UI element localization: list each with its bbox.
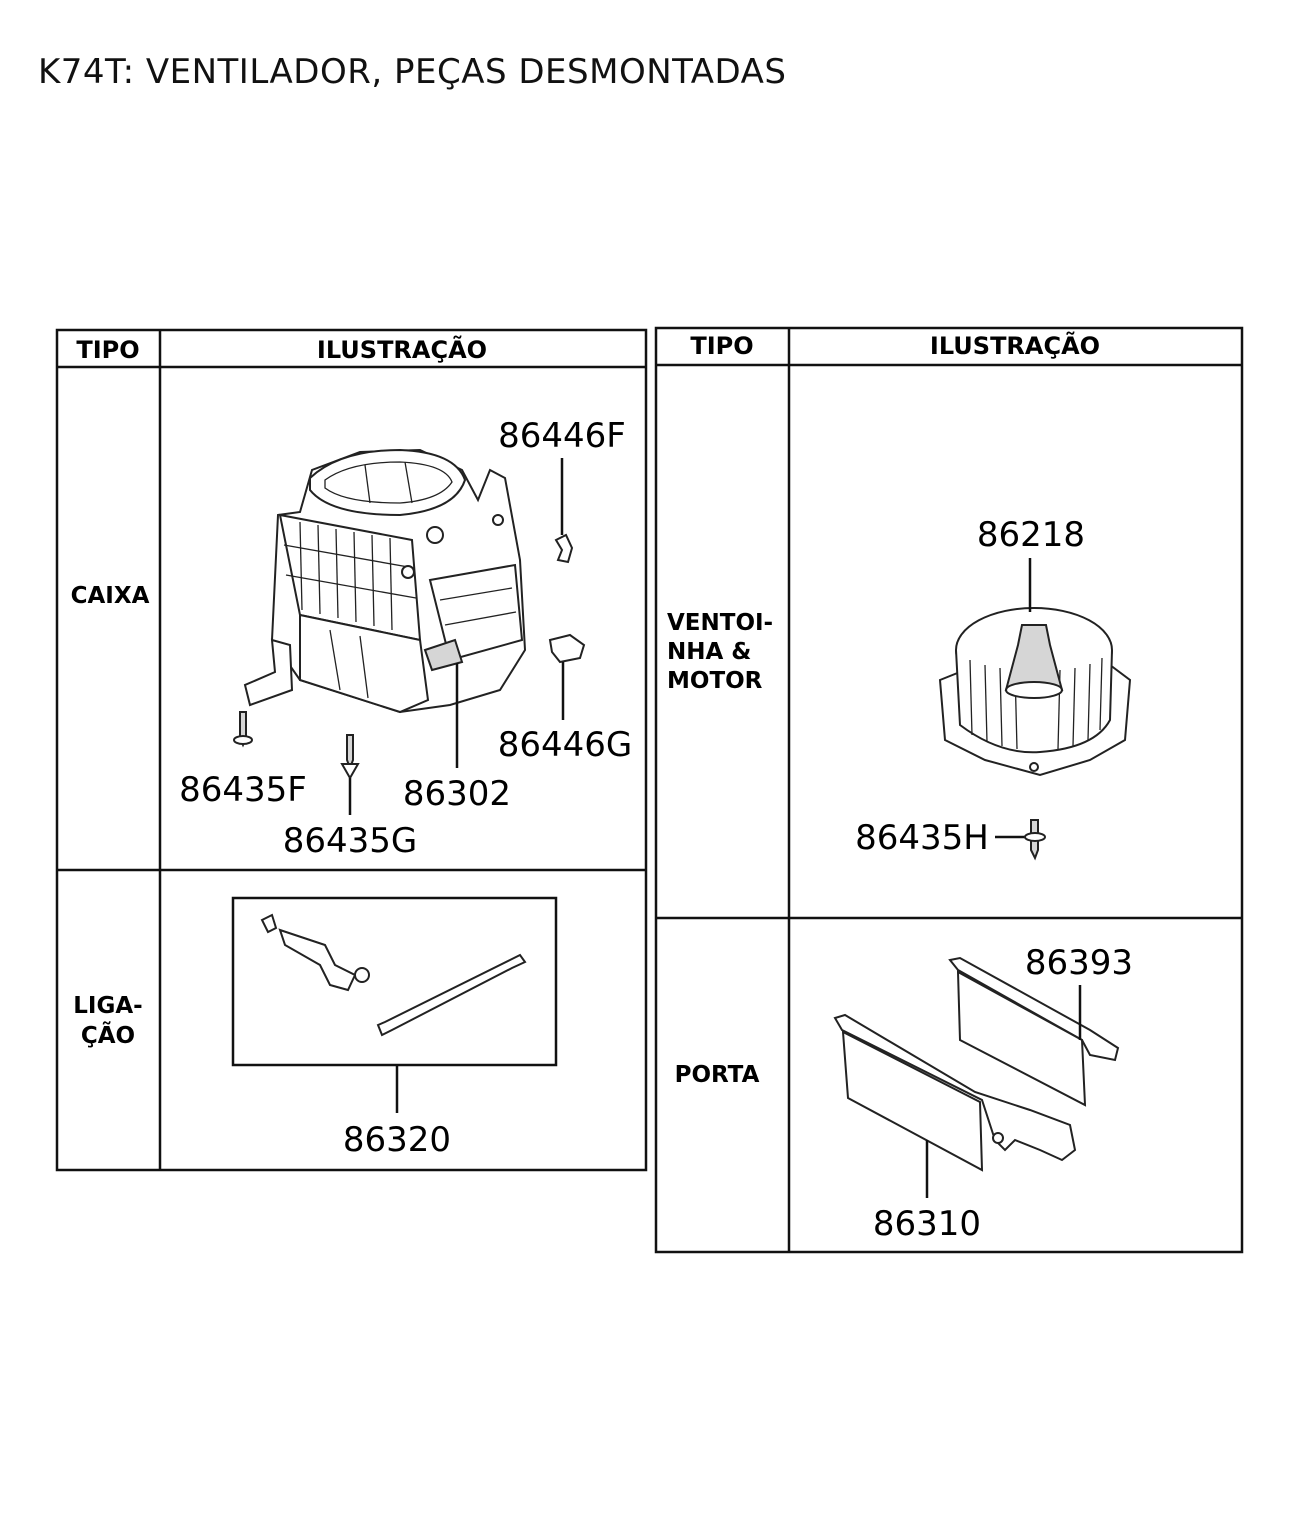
- part-label-86435g: 86435G: [283, 821, 418, 861]
- tipo-caixa: CAIXA: [71, 583, 150, 609]
- part-label-86320: 86320: [343, 1120, 451, 1160]
- tipo-ventoinha-line3: MOTOR: [667, 668, 763, 694]
- screw-86435f-icon: [233, 711, 253, 748]
- part-label-86435f: 86435F: [179, 770, 307, 810]
- left-header-tipo: TIPO: [76, 336, 139, 364]
- part-label-86446g: 86446G: [498, 725, 633, 765]
- right-table: TIPO ILUSTRAÇÃO VENTOI- NHA & MOTOR PORT…: [654, 326, 1244, 1254]
- left-table: TIPO ILUSTRAÇÃO CAIXA LIGA- ÇÃO: [55, 328, 648, 1172]
- blower-case-illustration: [243, 448, 527, 714]
- door-86310-illustration: [833, 1013, 1077, 1198]
- left-header-ilustracao: ILUSTRAÇÃO: [317, 335, 487, 364]
- clip-86446g-icon: [548, 633, 586, 720]
- screw-86435h-icon: [995, 819, 1046, 861]
- clip-86446f-icon: [554, 458, 574, 564]
- tipo-ligacao-line2: ÇÃO: [81, 1021, 135, 1049]
- linkage-illustration: [231, 896, 558, 1113]
- screw-86435g-icon: [340, 734, 360, 815]
- right-header-tipo: TIPO: [690, 332, 753, 360]
- door-86393-illustration: [948, 956, 1120, 1107]
- right-header-ilustracao: ILUSTRAÇÃO: [930, 331, 1100, 360]
- tipo-ventoinha-line1: VENTOI-: [667, 610, 773, 636]
- part-label-86393: 86393: [1025, 943, 1133, 983]
- part-label-86435h: 86435H: [855, 818, 989, 858]
- part-label-86302: 86302: [403, 774, 511, 814]
- tipo-porta: PORTA: [675, 1062, 760, 1088]
- part-label-86446f: 86446F: [498, 416, 626, 456]
- part-label-86218: 86218: [977, 515, 1085, 555]
- tipo-ventoinha-line2: NHA &: [667, 639, 751, 665]
- blower-fan-motor-illustration: [938, 558, 1132, 777]
- part-label-86310: 86310: [873, 1204, 981, 1244]
- page-title: K74T: VENTILADOR, PEÇAS DESMONTADAS: [38, 52, 787, 92]
- tipo-ligacao-line1: LIGA-: [73, 993, 142, 1019]
